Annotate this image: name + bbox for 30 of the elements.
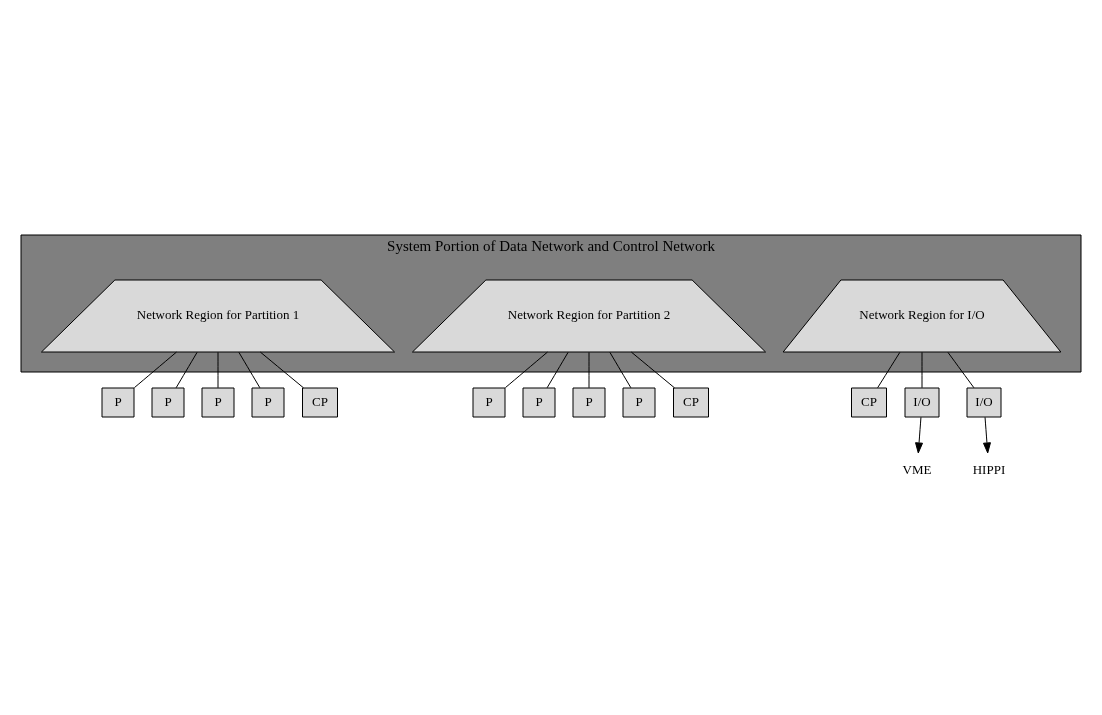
node-box: CP — [302, 387, 338, 417]
node-text: VME — [902, 461, 932, 477]
node-box: I/O — [904, 387, 940, 417]
connector — [609, 351, 632, 388]
node-box: CP — [673, 387, 709, 417]
connector — [259, 351, 305, 388]
node-box: CP — [851, 387, 887, 417]
connector — [133, 351, 177, 388]
connector — [217, 351, 219, 388]
node-box: P — [151, 387, 185, 417]
connector — [630, 351, 676, 388]
node-box: P — [101, 387, 135, 417]
node-box: P — [472, 387, 506, 417]
connector — [921, 351, 923, 388]
node-box: P — [251, 387, 285, 417]
arrow — [915, 416, 923, 453]
connector — [504, 351, 548, 388]
node-box: P — [201, 387, 235, 417]
connector — [947, 351, 975, 388]
connector — [546, 351, 569, 388]
node-box: P — [572, 387, 606, 417]
arrow — [983, 416, 991, 453]
connector — [877, 351, 901, 388]
node-box: P — [522, 387, 556, 417]
node-box: P — [622, 387, 656, 417]
node-box: I/O — [966, 387, 1002, 417]
connector — [588, 351, 590, 388]
connector — [175, 351, 198, 388]
connector — [238, 351, 261, 388]
node-text: HIPPI — [972, 461, 1006, 477]
